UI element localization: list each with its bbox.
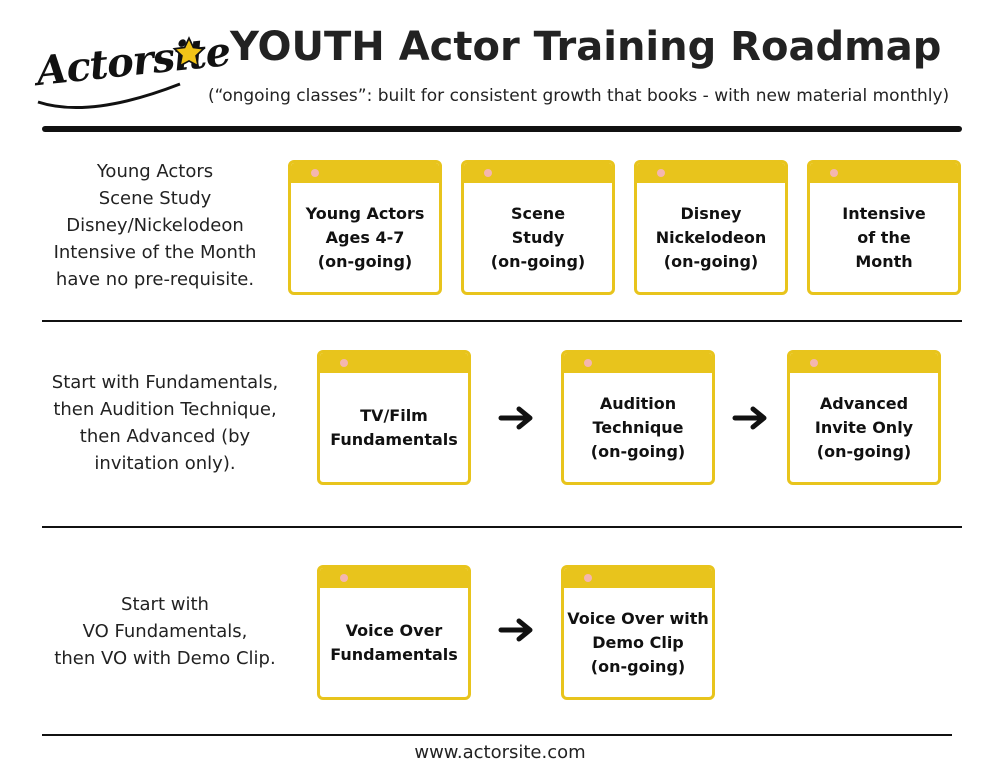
card-header [790,353,938,373]
card-label: Voice Over with Demo Clip (on-going) [567,608,709,676]
card-header [637,163,785,183]
card-label: Young Actors Ages 4-7 (on-going) [305,203,425,271]
course-card-vo-demo-clip[interactable]: Voice Over with Demo Clip (on-going) [561,565,715,700]
card-header [810,163,958,183]
card-dot [584,574,592,582]
course-card-young-actors[interactable]: Young Actors Ages 4-7 (on-going) [288,160,442,295]
section-divider [42,320,962,322]
right-arrow-icon [498,406,533,430]
footer-url[interactable]: www.actorsite.com [414,742,586,763]
course-card-disney-nickelodeon[interactable]: Disney Nickelodeon (on-going) [634,160,788,295]
card-header [464,163,612,183]
section-divider [42,526,962,528]
footer-divider [42,734,952,736]
card-header [291,163,439,183]
logo-swoosh [37,82,181,110]
card-label: Voice Over Fundamentals [330,620,458,664]
right-arrow-icon [498,618,533,642]
card-dot [484,169,492,177]
course-card-advanced[interactable]: Advanced Invite Only (on-going) [787,350,941,485]
page-subtitle: (“ongoing classes”: built for consistent… [208,86,950,106]
star-icon [172,36,206,68]
section-1-description: Young Actors Scene Study Disney/Nickelod… [53,161,257,290]
card-header [564,568,712,588]
card-dot [657,169,665,177]
actorsite-logo: Actorsite [30,24,232,114]
card-header [320,353,468,373]
card-dot [340,574,348,582]
course-card-vo-fundamentals[interactable]: Voice Over Fundamentals [317,565,471,700]
section-3-description: Start with VO Fundamentals, then VO with… [54,594,276,669]
course-card-intensive[interactable]: Intensive of the Month [807,160,961,295]
course-card-audition-technique[interactable]: Audition Technique (on-going) [561,350,715,485]
card-dot [584,359,592,367]
card-header [320,568,468,588]
page-title: YOUTH Actor Training Roadmap [230,24,942,70]
card-dot [311,169,319,177]
card-label: Intensive of the Month [842,203,926,271]
card-label: Audition Technique (on-going) [590,393,686,461]
card-dot [340,359,348,367]
course-card-tv-film-fundamentals[interactable]: TV/Film Fundamentals [317,350,471,485]
card-label: Disney Nickelodeon (on-going) [655,203,767,271]
card-label: Advanced Invite Only (on-going) [814,393,914,461]
section-2-description: Start with Fundamentals, then Audition T… [51,372,279,474]
header-divider [42,126,962,132]
course-card-scene-study[interactable]: Scene Study (on-going) [461,160,615,295]
card-dot [810,359,818,367]
card-label: TV/Film Fundamentals [330,405,458,449]
card-header [564,353,712,373]
card-label: Scene Study (on-going) [490,203,586,271]
card-dot [830,169,838,177]
right-arrow-icon [732,406,767,430]
